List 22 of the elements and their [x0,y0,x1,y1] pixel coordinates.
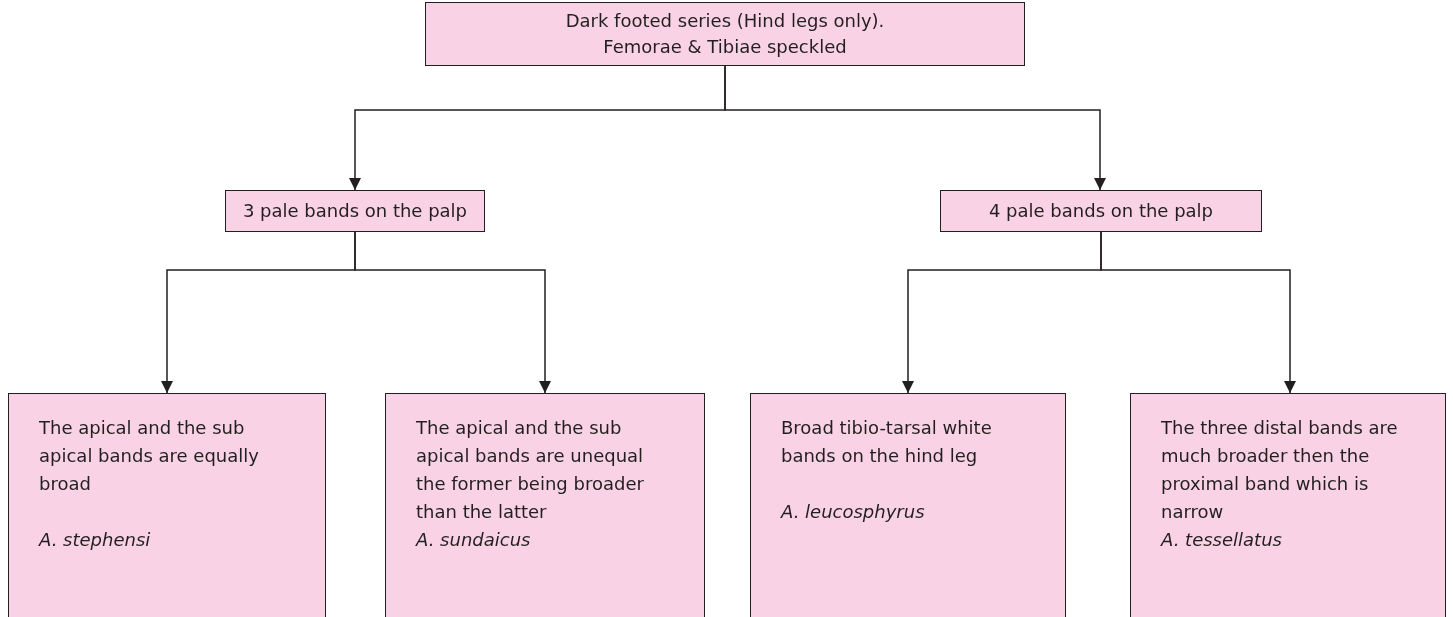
description-text: Broad tibio-tarsal white bands on the hind leg [781,416,993,468]
category-box [940,190,1262,232]
category-box [225,190,485,232]
description-text: The apical and the sub apical bands are unequal the former being broader than the latter [416,416,645,524]
key-box [8,393,326,617]
key-box [1130,393,1446,617]
box-text: 3 pale bands on the palp [242,199,468,223]
key-box [385,393,705,617]
species-name: A. leucosphyrus [781,500,926,524]
box-text: Dark footed series (Hind legs only). [565,9,885,33]
description-text: The apical and the sub apical bands are equally broad [39,416,260,496]
box-text: 4 pale bands on the palp [988,199,1214,223]
arrow [724,65,1106,191]
arrow [1100,231,1296,394]
title-box [425,2,1025,66]
species-name: A. stephensi [39,528,152,552]
species-name: A. sundaicus [416,528,532,552]
species-name: A. tessellatus [1161,528,1283,552]
box-text: Femorae & Tibiae speckled [603,35,847,59]
key-box [750,393,1066,617]
description-text: The three distal bands are much broader then the proximal band which is narrow [1161,416,1399,524]
arrow [354,231,551,394]
